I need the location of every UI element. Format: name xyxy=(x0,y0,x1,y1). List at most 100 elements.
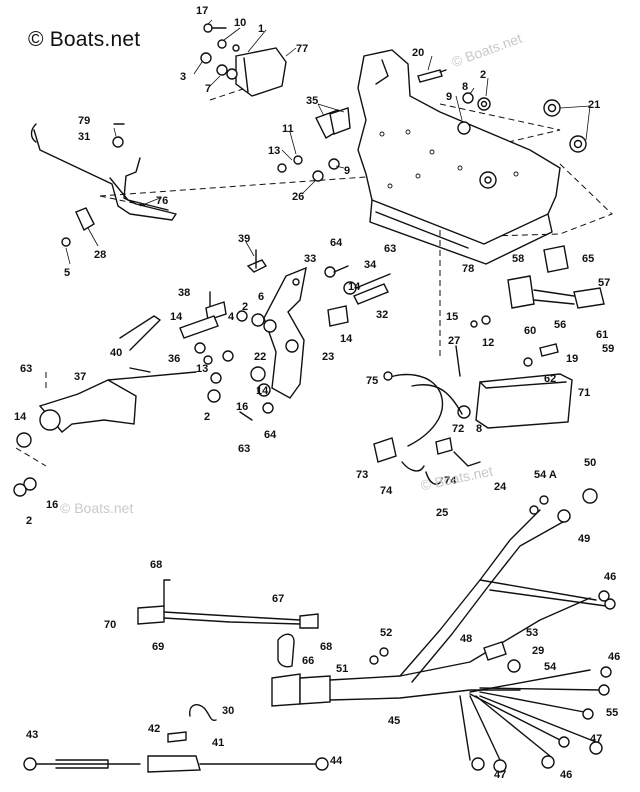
callout: 51 xyxy=(336,663,348,675)
callout: 59 xyxy=(602,343,614,355)
callout: 27 xyxy=(448,335,460,347)
callout: 23 xyxy=(322,351,334,363)
callout: 38 xyxy=(178,287,190,299)
callout: 61 xyxy=(596,329,608,341)
solenoid-assembly xyxy=(470,245,605,367)
callout: 48 xyxy=(460,633,472,645)
callout: 37 xyxy=(74,371,86,383)
callout: 5 xyxy=(64,267,70,279)
callout: 78 xyxy=(462,263,474,275)
callout: 74 xyxy=(444,475,457,487)
callout: 13 xyxy=(196,363,208,375)
callout: 14 xyxy=(170,311,183,323)
callout: 16 xyxy=(46,499,58,511)
callout: 65 xyxy=(582,253,594,265)
cable-assembly xyxy=(23,704,329,773)
callout: 77 xyxy=(296,43,308,55)
callout: 54 xyxy=(544,661,557,673)
control-module xyxy=(373,345,573,485)
callout: 9 xyxy=(344,165,350,177)
callout: 72 xyxy=(452,423,464,435)
callout: 32 xyxy=(376,309,388,321)
callout: 36 xyxy=(168,353,180,365)
callout: 4 xyxy=(228,311,235,323)
callout: 39 xyxy=(238,233,250,245)
callout: 75 xyxy=(366,375,378,387)
callout: 10 xyxy=(234,17,246,29)
callout: 2 xyxy=(242,301,248,313)
callout: 50 xyxy=(584,457,596,469)
lever-bracket xyxy=(13,315,197,497)
wire-harness xyxy=(271,488,616,773)
callout: 28 xyxy=(94,249,106,261)
callout: 33 xyxy=(304,253,316,265)
callout: 71 xyxy=(578,387,590,399)
callout: 3 xyxy=(180,71,186,83)
callout: 41 xyxy=(212,737,224,749)
callout: 24 xyxy=(494,481,507,493)
callout: 15 xyxy=(446,311,458,323)
callout: 45 xyxy=(388,715,400,727)
callout: 46 xyxy=(560,769,572,781)
callout: 31 xyxy=(78,131,90,143)
callout: 19 xyxy=(566,353,578,365)
callout: 26 xyxy=(292,191,304,203)
callout: 56 xyxy=(554,319,566,331)
callout: 6 xyxy=(258,291,264,303)
callout: 68 xyxy=(150,559,162,571)
callout: 14 xyxy=(340,333,353,345)
callout: 63 xyxy=(20,363,32,375)
callout: 53 xyxy=(526,627,538,639)
callout: 64 xyxy=(264,429,277,441)
callout: 73 xyxy=(356,469,368,481)
callout: 8 xyxy=(462,81,468,93)
callout: 34 xyxy=(364,259,377,271)
callout: 54 A xyxy=(534,469,557,481)
callout: 57 xyxy=(598,277,610,289)
callout: 14 xyxy=(348,281,361,293)
sub-harness xyxy=(137,579,319,668)
callout: 58 xyxy=(512,253,524,265)
callout: 40 xyxy=(110,347,122,359)
callout-labels: 17 10 1 77 3 7 20 8 2 9 21 35 79 31 11 1… xyxy=(14,5,620,781)
callout: 62 xyxy=(544,373,556,385)
callout: 11 xyxy=(282,123,294,135)
callout: 44 xyxy=(330,755,343,767)
throttle-linkage xyxy=(179,249,391,421)
bracket-hardware xyxy=(277,69,587,182)
callout: 2 xyxy=(480,69,486,81)
callout: 2 xyxy=(204,411,210,423)
callout: 55 xyxy=(606,707,618,719)
callout: 2 xyxy=(26,515,32,527)
callout: 46 xyxy=(608,651,620,663)
callout: 69 xyxy=(152,641,164,653)
callout: 47 xyxy=(590,733,602,745)
callout: 74 xyxy=(380,485,393,497)
callout: 1 xyxy=(258,23,264,35)
callout: 29 xyxy=(532,645,544,657)
callout: 35 xyxy=(306,95,318,107)
callout: 64 xyxy=(330,237,343,249)
switch-assembly xyxy=(200,23,287,97)
callout: 66 xyxy=(302,655,314,667)
mounting-bracket xyxy=(357,49,561,265)
callout: 13 xyxy=(268,145,280,157)
callout: 20 xyxy=(412,47,424,59)
callout: 17 xyxy=(196,5,208,17)
callout: 14 xyxy=(14,411,27,423)
callout: 49 xyxy=(578,533,590,545)
callout: 52 xyxy=(380,627,392,639)
callout: 22 xyxy=(254,351,266,363)
callout: 14 xyxy=(256,385,269,397)
callout: 42 xyxy=(148,723,160,735)
callout: 7 xyxy=(205,83,211,95)
leader-lines xyxy=(65,19,591,265)
callout: 47 xyxy=(494,769,506,781)
callout: 8 xyxy=(476,423,482,435)
watermark-faint: © Boats.net xyxy=(60,500,134,516)
callout: 70 xyxy=(104,619,116,631)
callout: 79 xyxy=(78,115,90,127)
callout: 12 xyxy=(482,337,494,349)
callout: 46 xyxy=(604,571,616,583)
